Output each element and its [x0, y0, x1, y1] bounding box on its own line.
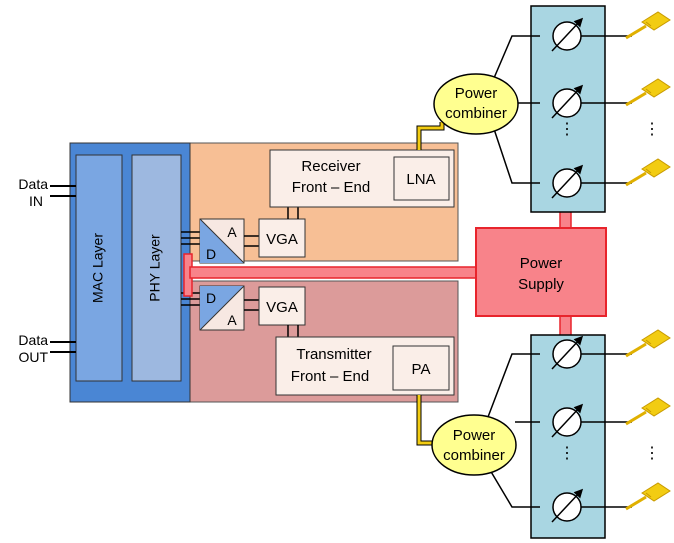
- data-out-label-2: OUT: [18, 349, 48, 365]
- tx-power-combiner: [431, 414, 517, 476]
- lna-label: LNA: [406, 171, 435, 188]
- svg-text:D: D: [206, 290, 216, 306]
- vga-tx-block: [258, 286, 306, 326]
- adc-converter: A D: [199, 218, 245, 264]
- rx-antennas: [624, 10, 672, 187]
- tx-combiner-fanout: [487, 353, 540, 508]
- patch-antenna-icon: [624, 10, 672, 40]
- power-rail-horizontal: [189, 266, 479, 279]
- data-in-label-2: IN: [29, 193, 43, 209]
- pa-label: PA: [412, 361, 431, 378]
- tx-power-combiner-label-1: Power: [453, 427, 496, 444]
- svg-text:A: A: [227, 224, 237, 240]
- receiver-front-end-label-1: Receiver: [301, 158, 360, 175]
- dac-converter: D A: [199, 285, 245, 331]
- patch-antenna-icon: [624, 481, 672, 511]
- data-out-label-1: Data: [18, 332, 48, 348]
- vga-tx-frontend-link: [287, 325, 299, 337]
- rx-power-combiner: [433, 73, 519, 135]
- tx-power-combiner-label-2: combiner: [443, 447, 505, 464]
- power-supply-label-1: Power: [520, 255, 563, 272]
- power-supply-label-2: Supply: [518, 276, 564, 293]
- pa-block: [392, 345, 450, 391]
- power-rail-bottom: [559, 315, 572, 337]
- transmitter-front-end-label-2: Front – End: [291, 368, 369, 385]
- rx-power-combiner-label-1: Power: [455, 85, 498, 102]
- patch-antenna-icon: [624, 396, 672, 426]
- tx-shifter-ellipsis: ⋮: [559, 445, 575, 462]
- rx-antenna-ellipsis: ⋮: [644, 121, 660, 138]
- svg-text:A: A: [227, 312, 237, 328]
- phy-layer-label: PHY Layer: [147, 234, 163, 302]
- patch-antenna-icon: [624, 77, 672, 107]
- dac-vga-link: [244, 299, 259, 311]
- vga-rx-frontend-link: [287, 207, 299, 219]
- phy-layer-block: [131, 154, 182, 382]
- power-rail-top: [559, 210, 572, 230]
- rx-shifter-ellipsis: ⋮: [559, 121, 575, 138]
- tx-feed-line: [416, 395, 434, 446]
- tx-antenna-links: [581, 353, 632, 508]
- patch-antenna-icon: [624, 328, 672, 358]
- rx-power-combiner-label-2: combiner: [445, 105, 507, 122]
- transmitter-front-end-label-1: Transmitter: [296, 346, 371, 363]
- data-in-label-1: Data: [18, 176, 48, 192]
- adc-vga-link: [244, 235, 259, 247]
- vga-rx-block: [258, 218, 306, 258]
- power-supply-block: [475, 227, 607, 317]
- svg-text:D: D: [206, 246, 216, 262]
- vga-tx-label: VGA: [266, 299, 298, 316]
- mac-layer-label: MAC Layer: [90, 233, 106, 303]
- receiver-front-end-label-2: Front – End: [292, 179, 370, 196]
- rx-combiner-fanout: [490, 35, 540, 184]
- phy-adc-bus: [181, 231, 200, 245]
- rx-feed-line: [416, 122, 445, 150]
- mac-layer-block: [75, 154, 123, 382]
- tx-antennas: [624, 328, 672, 511]
- tx-antenna-ellipsis: ⋮: [644, 445, 660, 462]
- vga-rx-label: VGA: [266, 231, 298, 248]
- rx-antenna-links: [581, 35, 632, 184]
- lna-block: [393, 156, 450, 201]
- patch-antenna-icon: [624, 157, 672, 187]
